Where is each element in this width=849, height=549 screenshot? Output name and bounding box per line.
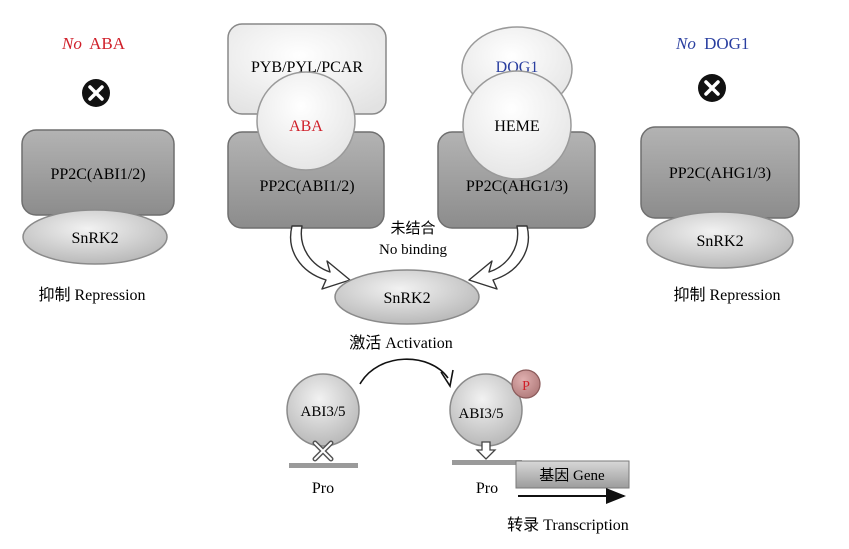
heme-label: HEME [494,118,539,135]
repression-caption-left: 抑制 Repression [38,286,145,304]
pp2c-label-center-right: PP2C(AHG1/3) [466,178,568,195]
bottom-transcription: ABI3/5 Pro ABI3/5 P Pro 基因 Gene 转录 Trans… [286,358,630,534]
no-dog1-prefix: No [675,34,696,53]
aba-ligand-label: ABA [289,118,323,135]
gene-label: 基因 Gene [539,467,605,484]
middle-activation: 未结合 No binding SnRK2 激活 Activation [290,220,529,352]
snrk2-ellipse-center [334,269,480,325]
hollow-arrow-left [290,225,351,290]
snrk2-label-left: SnRK2 [71,230,118,247]
snrk2-ellipse-right [646,211,794,269]
no-dog1-label: No DOG1 [675,34,749,53]
snrk2-ellipse-left [22,209,168,265]
no-dog1-suffix: DOG1 [704,34,749,53]
left-panel: No ABA PP2C(ABI1/2) SnRK2 抑制 Repression [21,34,175,304]
hollow-arrow-right [468,225,529,290]
phosphate-label: P [522,379,530,394]
repression-caption-right: 抑制 Repression [673,286,780,304]
no-aba-suffix: ABA [89,34,126,53]
right-panel: No DOG1 PP2C(AHG1/3) SnRK2 抑制 Repression [640,34,800,304]
no-binding-cn: 未结合 [390,220,435,237]
gene-box [515,460,630,489]
close-icon [698,74,726,102]
promoter-bar-right [452,460,522,465]
blocked-x-icon [312,440,334,462]
promoter-bar-left [289,463,358,468]
no-aba-label: No ABA [61,34,126,53]
phosphorylation-curve [359,358,449,385]
abi-circle-left [286,373,360,447]
phosphorylation-arrowhead [440,369,454,389]
close-icon [82,79,110,107]
snrk2-label-right: SnRK2 [696,233,743,250]
abi-label-left: ABI3/5 [301,404,346,420]
aba-complex: PYB/PYL/PCAR ABA PP2C(ABI1/2) [227,23,387,229]
abi-label-right: ABI3/5 [459,406,504,422]
snrk2-label-center: SnRK2 [383,290,430,307]
dog1-complex: DOG1 HEME PP2C(AHG1/3) [437,26,596,229]
no-aba-prefix: No [61,34,82,53]
phosphate-circle [511,369,541,399]
heme-circle [462,70,572,180]
pyl-receptor-label: PYB/PYL/PCAR [251,59,363,76]
no-binding-en: No binding [379,242,447,258]
activation-caption: 激活 Activation [349,334,453,352]
pp2c-label-left: PP2C(ABI1/2) [50,166,145,183]
pp2c-label-center-left: PP2C(ABI1/2) [259,178,354,195]
pro-label-right: Pro [476,480,498,497]
aba-ligand-circle [256,71,356,171]
down-arrow-icon [475,441,497,460]
transcription-label: 转录 Transcription [507,516,629,534]
pro-label-left: Pro [312,480,334,497]
pp2c-label-right: PP2C(AHG1/3) [669,165,771,182]
